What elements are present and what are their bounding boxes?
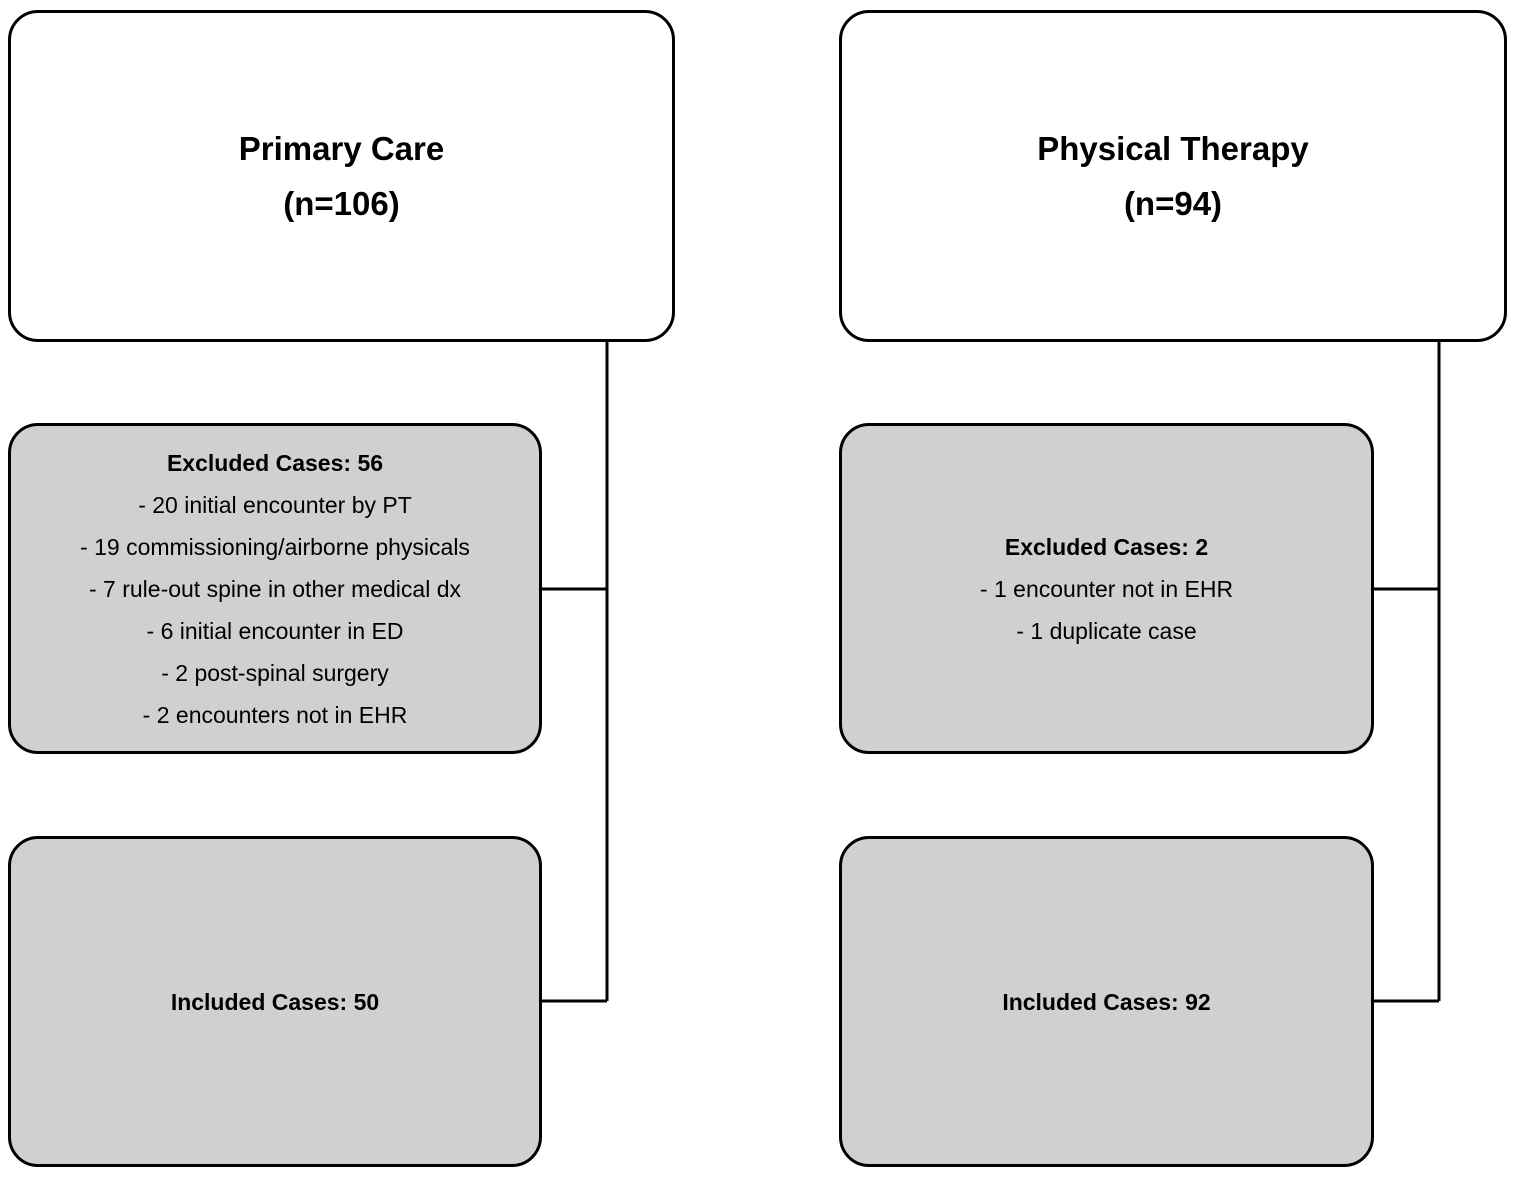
physical-therapy-excluded-box: Excluded Cases: 2 - 1 encounter not in E…: [839, 423, 1374, 754]
primary-care-count: (n=106): [283, 185, 400, 222]
primary-care-excluded-box: Excluded Cases: 56 - 20 initial encounte…: [8, 423, 542, 754]
physical-therapy-box: Physical Therapy (n=94): [839, 10, 1507, 342]
physical-therapy-title: Physical Therapy: [1037, 130, 1309, 167]
primary-care-excluded-item: - 19 commissioning/airborne physicals: [80, 533, 470, 560]
primary-care-excluded-item: - 2 post-spinal surgery: [161, 659, 389, 686]
primary-care-excluded-item: - 6 initial encounter in ED: [146, 617, 404, 644]
physical-therapy-excluded-item: - 1 encounter not in EHR: [979, 575, 1234, 602]
primary-care-excluded-item: - 2 encounters not in EHR: [142, 701, 408, 728]
physical-therapy-included-box: Included Cases: 92: [839, 836, 1374, 1167]
physical-therapy-included-label: Included Cases: 92: [1002, 988, 1211, 1015]
primary-care-included-box: Included Cases: 50: [8, 836, 542, 1167]
primary-care-title: Primary Care: [238, 130, 445, 167]
primary-care-excluded-title: Excluded Cases: 56: [166, 449, 384, 476]
physical-therapy-count: (n=94): [1123, 185, 1223, 222]
physical-therapy-excluded-title: Excluded Cases: 2: [1004, 533, 1209, 560]
primary-care-included-label: Included Cases: 50: [170, 988, 380, 1015]
primary-care-excluded-item: - 20 initial encounter by PT: [138, 491, 412, 518]
primary-care-box: Primary Care (n=106): [8, 10, 675, 342]
primary-care-excluded-item: - 7 rule-out spine in other medical dx: [88, 575, 462, 602]
physical-therapy-excluded-item: - 1 duplicate case: [1016, 617, 1197, 644]
